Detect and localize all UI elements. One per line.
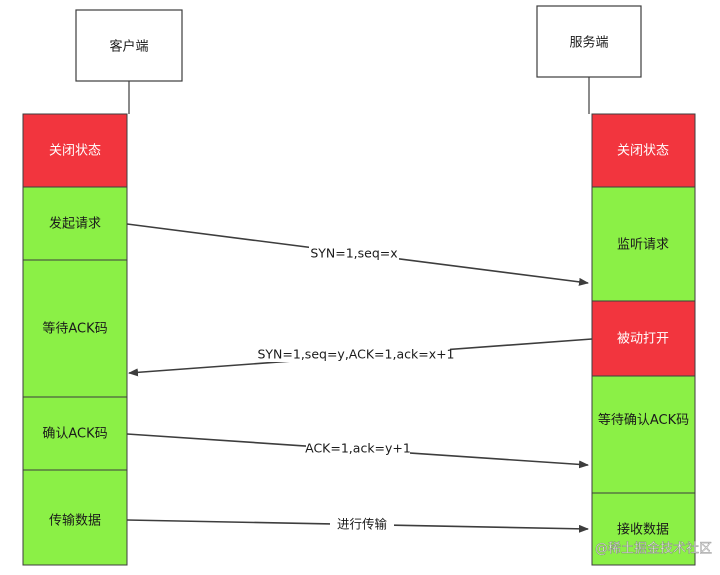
server-state-listen-label: 监听请求: [617, 238, 669, 253]
server-header-label: 服务端: [569, 35, 608, 51]
message-label-bg-syn-ack: [262, 346, 450, 362]
server-state-receive-label: 接收数据: [617, 522, 669, 538]
server-state-passive-open-label: 被动打开: [617, 332, 669, 347]
client-state-transfer: [22, 469, 128, 566]
message-label-transfer: 进行传输: [337, 517, 388, 532]
message-label-syn-ack: SYN=1,seq=y,ACK=1,ack=x+1: [257, 347, 454, 362]
client-header-box: [75, 9, 183, 82]
client-state-wait-ack: [22, 259, 128, 398]
client-header-label: 客户端: [109, 39, 148, 55]
server-state-receive: [591, 492, 696, 566]
server-state-listen: [591, 186, 696, 302]
message-label-syn: SYN=1,seq=x: [310, 246, 397, 261]
client-state-request-label: 发起请求: [49, 216, 101, 232]
server-state-wait-confirm-label: 等待确认ACK码: [597, 413, 690, 428]
message-label-bg-transfer: [330, 517, 394, 533]
message-label-bg-syn: [309, 246, 399, 262]
client-state-wait-ack-label: 等待ACK码: [42, 321, 107, 337]
server-state-passive-open: [591, 300, 696, 377]
client-state-request: [22, 186, 128, 261]
client-state-transfer-label: 传输数据: [49, 513, 101, 529]
client-state-confirm-ack-label: 确认ACK码: [42, 427, 107, 442]
message-label-ack: ACK=1,ack=y+1: [305, 441, 411, 456]
watermark: @稀土掘金技术社区: [595, 541, 712, 557]
server-state-closed-label: 关闭状态: [617, 144, 669, 159]
server-header-box: [536, 5, 642, 78]
client-state-confirm-ack: [22, 396, 128, 471]
client-state-closed-label: 关闭状态: [49, 144, 101, 159]
client-state-closed: [22, 113, 128, 188]
server-state-wait-confirm: [591, 375, 696, 494]
message-label-bg-ack: [306, 441, 410, 457]
